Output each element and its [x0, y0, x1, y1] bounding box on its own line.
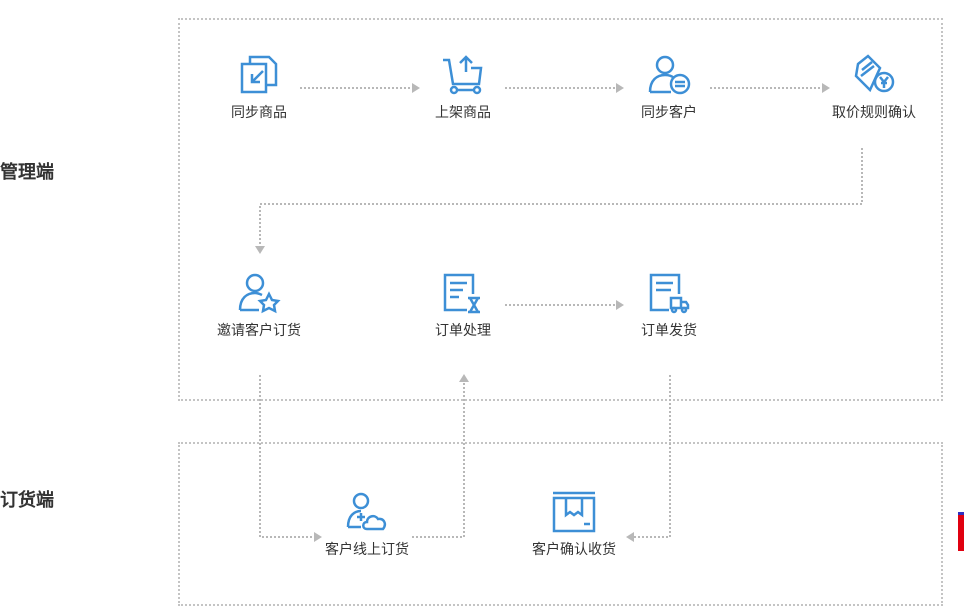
arrowhead — [626, 532, 634, 542]
price-tag-yen-icon — [854, 54, 895, 93]
connector-8-6 — [412, 382, 465, 538]
node-order-processing: 订单处理 — [393, 272, 533, 340]
user-sync-icon — [648, 55, 691, 95]
admin-section-box — [178, 18, 943, 401]
cart-upload-icon — [443, 55, 483, 95]
document-import-icon — [240, 55, 278, 94]
arrowhead — [616, 300, 624, 310]
arrowhead — [822, 83, 830, 93]
admin-section-label: 管理端 — [0, 162, 54, 183]
node-order-shipping: 订单发货 — [599, 272, 739, 340]
order-truck-icon — [649, 273, 690, 314]
arrowhead — [412, 83, 420, 93]
arrowhead — [616, 83, 624, 93]
edge-artifact — [958, 512, 964, 551]
order-hourglass-icon — [443, 273, 480, 314]
user-cloud-icon — [346, 492, 387, 531]
arrowhead — [459, 374, 469, 382]
node-customer-confirm-receipt: 客户确认收货 — [504, 491, 644, 559]
arrowhead — [255, 246, 265, 254]
node-sync-products: 同步商品 — [189, 54, 329, 122]
connector-4-5 — [259, 148, 863, 246]
order-section-label: 订货端 — [0, 490, 54, 511]
node-list-products: 上架商品 — [393, 54, 533, 122]
node-sync-customers: 同步客户 — [599, 54, 739, 122]
connector-7-9 — [634, 375, 671, 538]
node-invite-customer: 邀请客户订货 — [189, 272, 329, 340]
connector-5-8 — [259, 375, 314, 538]
node-customer-online-order: 客户线上订货 — [297, 491, 437, 559]
order-section-box — [178, 442, 943, 606]
arrowhead — [314, 532, 322, 542]
node-price-rule-confirm: 取价规则确认 — [804, 54, 944, 122]
user-star-icon — [238, 273, 281, 314]
package-box-icon — [552, 491, 596, 533]
